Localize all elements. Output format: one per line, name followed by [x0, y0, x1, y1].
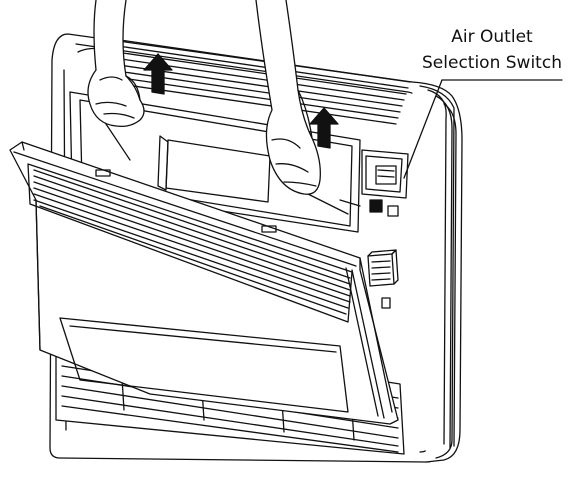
- panel-opening: [59, 317, 349, 413]
- callout-leader: [403, 79, 443, 179]
- callout-line-2: Selection Switch: [422, 53, 562, 73]
- left-hand: [87, 0, 145, 128]
- air-outlet-switch-label: Air Outlet Selection Switch: [412, 24, 568, 76]
- panel-grille: [27, 163, 353, 323]
- lift-arrow-left: [143, 53, 173, 95]
- callout-line-1: Air Outlet: [451, 27, 533, 47]
- control-area: [361, 149, 409, 217]
- right-hand: [255, 0, 321, 195]
- lift-arrow-right: [309, 107, 339, 149]
- unit-side-panel: [411, 81, 463, 463]
- air-outlet-switch: [367, 249, 399, 309]
